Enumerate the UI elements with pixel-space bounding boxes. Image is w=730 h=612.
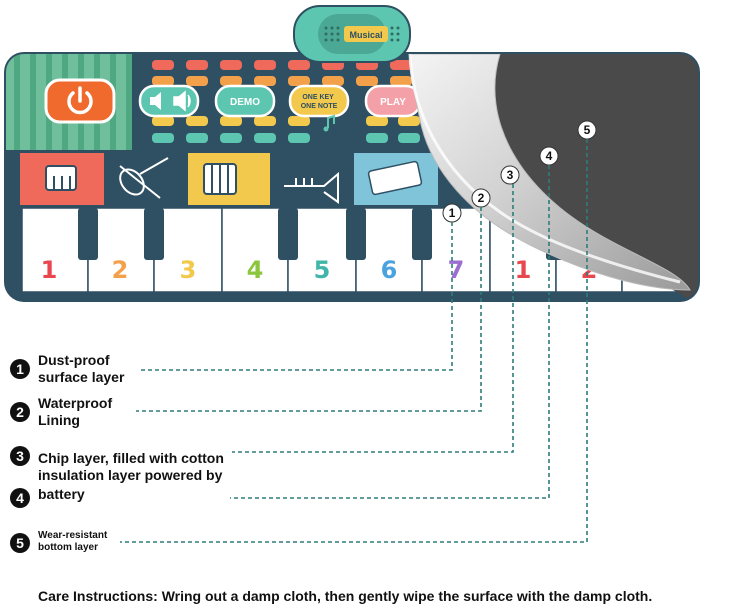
legend-label: Waterproof Lining — [38, 395, 113, 428]
key-label: 1 — [515, 256, 532, 284]
volume-up-icon — [173, 90, 191, 112]
key-label: 3 — [180, 256, 197, 284]
legend-badge: 3 — [10, 446, 30, 466]
black-key[interactable] — [78, 208, 98, 260]
black-key[interactable] — [346, 208, 366, 260]
power-icon — [67, 86, 93, 115]
legend-item-4: 4 battery — [10, 486, 85, 508]
speaker-grille — [324, 26, 400, 42]
music-note-head — [323, 126, 329, 132]
key-label: 6 — [381, 256, 398, 284]
one-key-line1: ONE KEY — [302, 94, 334, 101]
xylophone-icon — [367, 160, 423, 196]
key-label: 5 — [314, 256, 331, 284]
callout-1: 1 — [449, 206, 456, 220]
legend-item-2: 2 Waterproof Lining — [10, 395, 112, 429]
leader-line-2 — [136, 207, 482, 412]
music-note-icon — [327, 114, 335, 128]
controller-box: Musical — [293, 5, 411, 63]
legend-item-1: 1 Dust-proof surface layer — [10, 352, 124, 386]
black-key[interactable] — [412, 208, 432, 260]
care-instructions: Care Instructions: Wring out a damp clot… — [38, 588, 653, 604]
peeled-layer-fold — [409, 54, 691, 291]
legend-badge: 1 — [10, 359, 30, 379]
black-key[interactable] — [278, 208, 298, 260]
legend-badge: 2 — [10, 402, 30, 422]
leader-line-4 — [230, 165, 550, 499]
callout-5: 5 — [584, 123, 591, 137]
play-label: PLAY — [380, 97, 406, 108]
volume-down-icon — [150, 92, 161, 110]
legend-label: Wear-resistant bottom layer — [38, 530, 108, 553]
controller-brand: Musical — [349, 30, 382, 40]
violin-tile[interactable] — [106, 153, 186, 205]
legend-item-3: 3 Chip layer, filled with cotton insulat… — [10, 446, 224, 484]
legend-badge: 4 — [10, 488, 30, 508]
callout-4: 4 — [546, 149, 553, 163]
key-label: 2 — [112, 256, 129, 284]
legend-item-5: 5 Wear-resistant bottom layer — [10, 530, 108, 554]
trumpet-icon — [284, 171, 339, 204]
bottom-layer-dark — [491, 54, 698, 300]
key-bottom-strip — [22, 292, 688, 300]
one-key-one-note-label: ONE KEY ONE NOTE — [301, 94, 338, 110]
piano-key[interactable] — [21, 207, 89, 293]
leader-line-3 — [232, 184, 514, 453]
fold-white-edge — [408, 54, 681, 284]
one-key-one-note-button[interactable] — [288, 84, 350, 118]
violin-icon — [119, 157, 169, 199]
black-key[interactable] — [144, 208, 164, 260]
accordion-icon — [203, 163, 237, 195]
leader-lines — [120, 139, 588, 543]
piano-icon — [45, 165, 77, 191]
callout-2: 2 — [478, 191, 485, 205]
key-label: 4 — [247, 256, 264, 284]
key-label: 7 — [448, 256, 465, 284]
key-label: 1 — [41, 256, 58, 284]
one-key-line2: ONE NOTE — [301, 103, 338, 110]
leader-line-1 — [140, 222, 453, 371]
piano-key[interactable] — [221, 207, 289, 293]
light-dashes — [152, 60, 420, 143]
demo-button[interactable] — [214, 84, 276, 118]
piano-key[interactable] — [355, 207, 423, 293]
legend-label: Dust-proof surface layer — [38, 352, 125, 385]
legend-label: Chip layer, filled with cotton insulatio… — [38, 450, 224, 483]
demo-label: DEMO — [230, 97, 260, 108]
legend-badge: 5 — [10, 533, 30, 553]
leader-line-5 — [120, 139, 588, 543]
legend-label: battery — [38, 486, 85, 502]
callout-3: 3 — [507, 168, 514, 182]
